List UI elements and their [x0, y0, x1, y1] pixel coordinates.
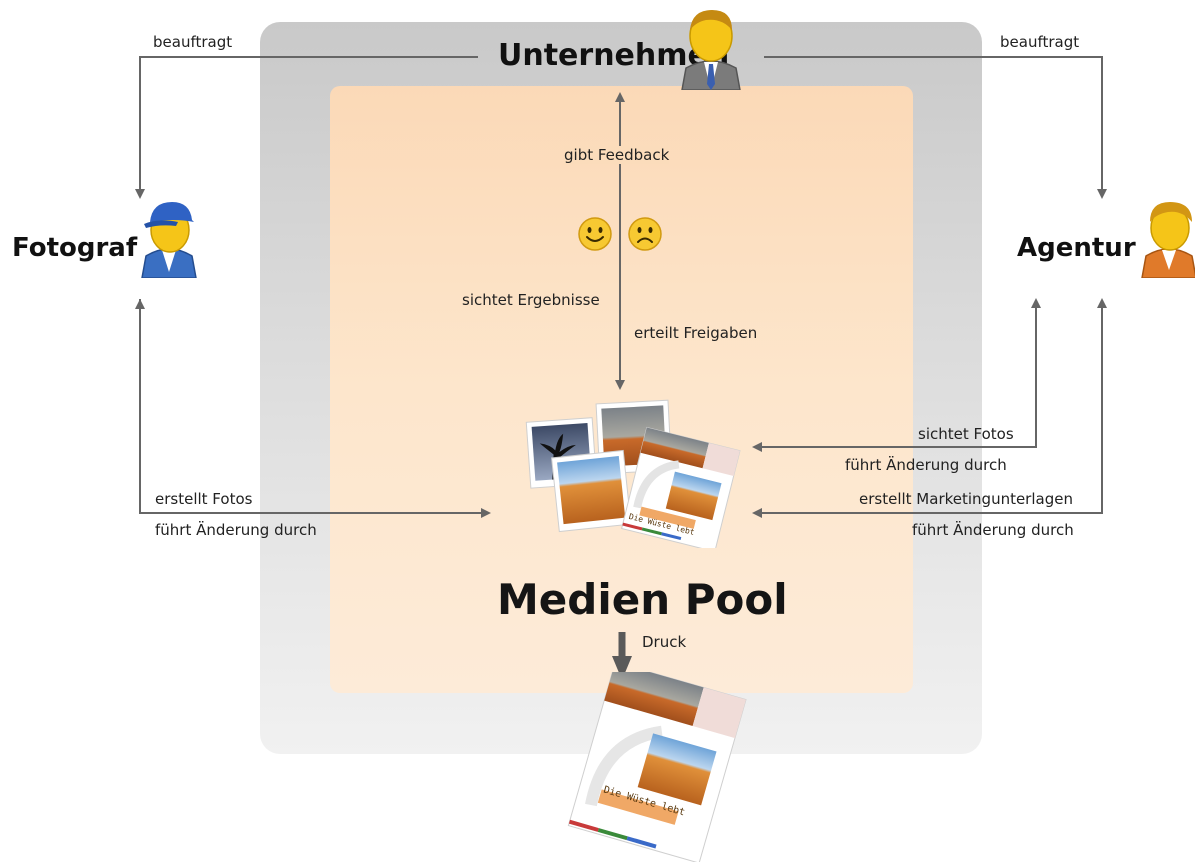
label-grants-approval: erteilt Freigaben — [634, 324, 758, 342]
label-company-agency: beauftragt — [1000, 33, 1080, 51]
photos-stack-icon — [525, 399, 741, 548]
happy-smiley-icon — [578, 217, 612, 251]
company-person-icon — [681, 10, 741, 90]
label-agency-changes-1: führt Änderung durch — [845, 456, 1007, 474]
label-print: Druck — [642, 633, 687, 651]
label-agency-changes-2: führt Änderung durch — [912, 521, 1074, 539]
label-photographer-creates: erstellt Fotos — [155, 490, 253, 508]
sad-smiley-icon — [628, 217, 662, 251]
photographer-label: Fotograf — [12, 233, 138, 263]
arrow-company-agency — [764, 56, 1107, 199]
agency-person-icon — [1141, 202, 1195, 278]
label-feedback: gibt Feedback — [564, 146, 670, 164]
media-pool-title: Medien Pool — [497, 575, 788, 624]
photographer-person-icon — [141, 202, 197, 278]
arrow-company-photographer — [135, 56, 478, 199]
agency-label: Agentur — [1017, 233, 1136, 263]
label-photographer-changes: führt Änderung durch — [155, 521, 317, 539]
arrow-photographer-pool — [139, 299, 491, 518]
label-reviews-results: sichtet Ergebnisse — [462, 291, 600, 309]
arrow-agency-create — [752, 302, 1103, 518]
label-agency-creates: erstellt Marketingunterlagen — [859, 490, 1073, 508]
brochure-icon — [567, 672, 747, 862]
label-agency-reviews: sichtet Fotos — [918, 425, 1014, 443]
label-company-photographer: beauftragt — [153, 33, 233, 51]
